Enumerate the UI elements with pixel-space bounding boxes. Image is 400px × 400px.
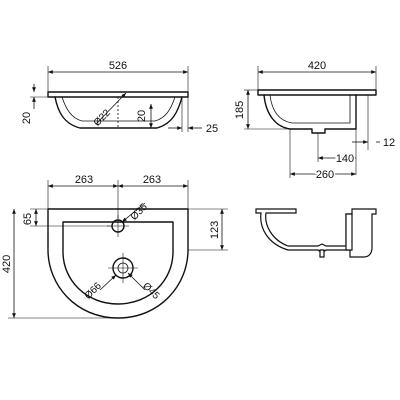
front-elevation-view: 526 20 Ø22 20 25 — [21, 60, 218, 135]
dim-side-right-offset: 12 — [383, 137, 395, 149]
front-rim — [47, 91, 189, 98]
dim-plan-half-left: 263 — [75, 174, 93, 186]
plan-bowl — [62, 221, 174, 305]
dim-side-waste-offset: 140 — [336, 153, 354, 165]
dim-plan-side-height: 123 — [209, 221, 221, 239]
dim-plan-tap-offset: 65 — [22, 213, 34, 225]
dim-plan-waste-outer: Ø66 — [83, 280, 104, 301]
dim-plan-half-right: 263 — [143, 174, 161, 186]
side-bowl — [263, 94, 357, 134]
side-rim — [257, 89, 377, 96]
dim-side-height: 185 — [234, 101, 246, 119]
dim-top-right-offset: 25 — [206, 123, 218, 135]
dim-plan-depth: 420 — [1, 255, 13, 273]
dim-plan-tap-hole: Ø35 — [129, 201, 150, 222]
dim-top-width: 526 — [109, 60, 127, 72]
front-bowl — [54, 96, 183, 129]
side-elevation-view: 420 185 12 140 260 — [234, 60, 395, 183]
plan-view: 263 263 65 420 123 Ø35 Ø66 Ø45 — [1, 174, 228, 319]
plan-outline — [47, 208, 189, 319]
dim-side-depth: 420 — [308, 60, 326, 72]
section-profile — [255, 208, 377, 258]
dim-tap-hole-top: Ø22 — [92, 107, 113, 128]
dim-side-bowl-depth: 260 — [316, 169, 334, 181]
dim-top-rim-left: 20 — [21, 112, 33, 124]
dim-top-rim-mid: 20 — [136, 110, 148, 122]
section-view — [255, 208, 377, 258]
